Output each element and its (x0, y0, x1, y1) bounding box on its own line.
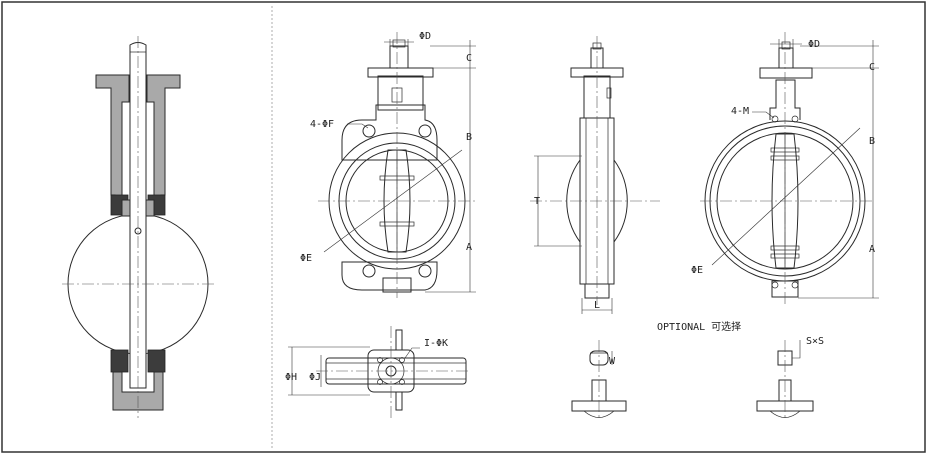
top-bolt-1 (377, 357, 383, 363)
bottom-boss (112, 371, 164, 411)
large-neck (769, 79, 801, 120)
top-bolt-4 (399, 379, 405, 385)
ear-hole-br (418, 264, 432, 278)
ear-hole-bl (362, 264, 376, 278)
shaft (129, 42, 147, 389)
seat-upper-left-inner (121, 199, 131, 217)
label-four-m: 4-M (731, 106, 749, 117)
label-t: T (534, 196, 540, 207)
label-phi-h: ΦH (285, 372, 297, 383)
side-disc-left (566, 158, 581, 244)
sxs-leader (792, 340, 801, 359)
front-disc-edge (383, 149, 411, 253)
label-sxs: S×S (806, 336, 824, 347)
large-bolt-br (791, 281, 799, 289)
side-neck-slot (606, 87, 612, 99)
neck-right-wall (146, 74, 181, 206)
i-phi-k-leader (404, 347, 420, 359)
section-view (62, 36, 214, 418)
large-front-view (700, 32, 879, 305)
option-w-detail (571, 340, 627, 420)
top-lug-up (395, 329, 403, 351)
four-m-leader (752, 111, 775, 119)
label-b-1: B (466, 132, 472, 143)
label-four-phi-f: 4-ΦF (310, 119, 334, 130)
option-sxs-detail (756, 340, 814, 420)
front-stem-key (392, 39, 406, 48)
large-bolt-tl (771, 115, 779, 123)
label-w: W (609, 356, 616, 367)
large-stem-key (781, 41, 791, 50)
four-phi-f-leader (347, 123, 369, 129)
side-disc-right (613, 158, 628, 244)
label-optional: OPTIONAL 可选择 (657, 320, 741, 333)
large-disc-edge (771, 133, 799, 269)
label-a-1: A (466, 242, 472, 253)
phi-e-dim-line (323, 149, 463, 253)
side-view (530, 36, 660, 314)
large-phi-e-dim-line (711, 127, 861, 266)
ear-hole-tl (362, 124, 376, 138)
front-top-ears (341, 104, 438, 161)
dimension-labels: ΦD C 4-ΦF B ΦE A T L ΦD C 4-M B ΦE A OPT… (285, 31, 875, 383)
label-phi-e-2: ΦE (691, 265, 703, 276)
sxs-neck-curve (769, 410, 801, 418)
top-bolt-3 (377, 379, 383, 385)
seat-upper-right-inner (145, 199, 155, 217)
large-bolt-bl (771, 281, 779, 289)
label-a-2: A (869, 244, 875, 255)
neck-left-wall (95, 74, 130, 206)
top-view (288, 326, 470, 420)
large-bolt-tr (791, 115, 799, 123)
seat-lower-right (147, 349, 166, 373)
front-bottom-ears (341, 261, 438, 291)
label-l: L (594, 300, 600, 311)
large-lug-3 (770, 245, 800, 251)
large-top-flange (759, 67, 813, 79)
seat-lower-left (110, 349, 129, 373)
label-b-2: B (869, 136, 875, 147)
top-bolt-2 (399, 357, 405, 363)
label-i-phi-k: I-ΦK (424, 338, 448, 349)
label-phi-e-1: ΦE (300, 253, 312, 264)
label-phi-d-1: ΦD (419, 31, 431, 42)
label-phi-d-2: ΦD (808, 39, 820, 50)
large-stem (778, 47, 794, 69)
label-c-1: C (466, 53, 472, 64)
front-view (318, 32, 476, 298)
top-lug-down (395, 391, 403, 411)
ear-hole-tr (418, 124, 432, 138)
label-c-2: C (869, 62, 875, 73)
label-phi-j: ΦJ (309, 372, 321, 383)
w-neck-curve (583, 410, 615, 418)
front-neck (377, 75, 424, 111)
front-stem (389, 45, 409, 69)
